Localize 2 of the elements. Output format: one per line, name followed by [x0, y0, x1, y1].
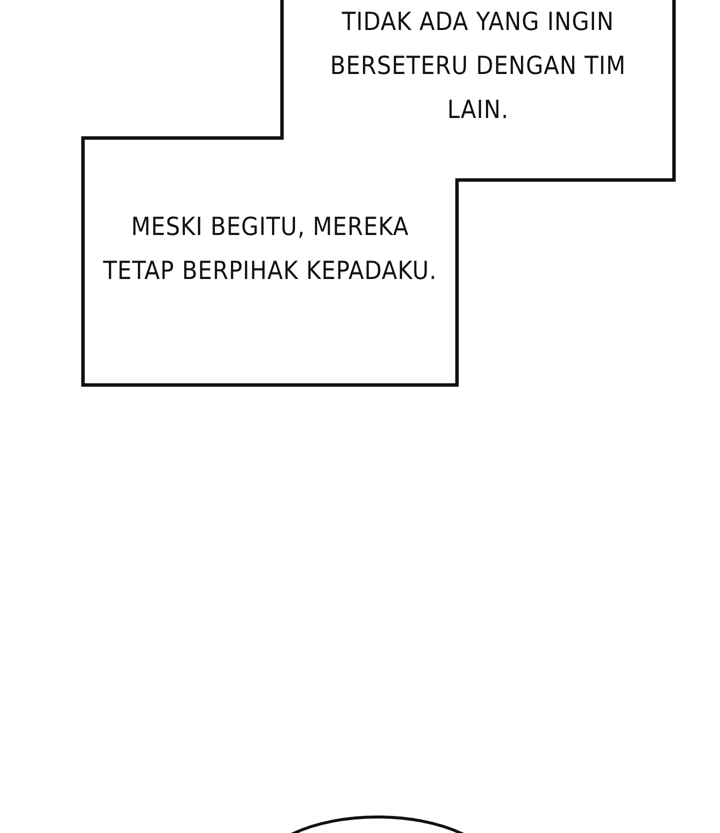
caption-text: TIDAK ADA YANG INGIN BERSETERU DENGAN TIM LAIN. [329, 6, 627, 126]
caption-text: MESKI BEGITU, MEREKA TETAP BERPIHAK KEPADAKU. [102, 211, 438, 287]
